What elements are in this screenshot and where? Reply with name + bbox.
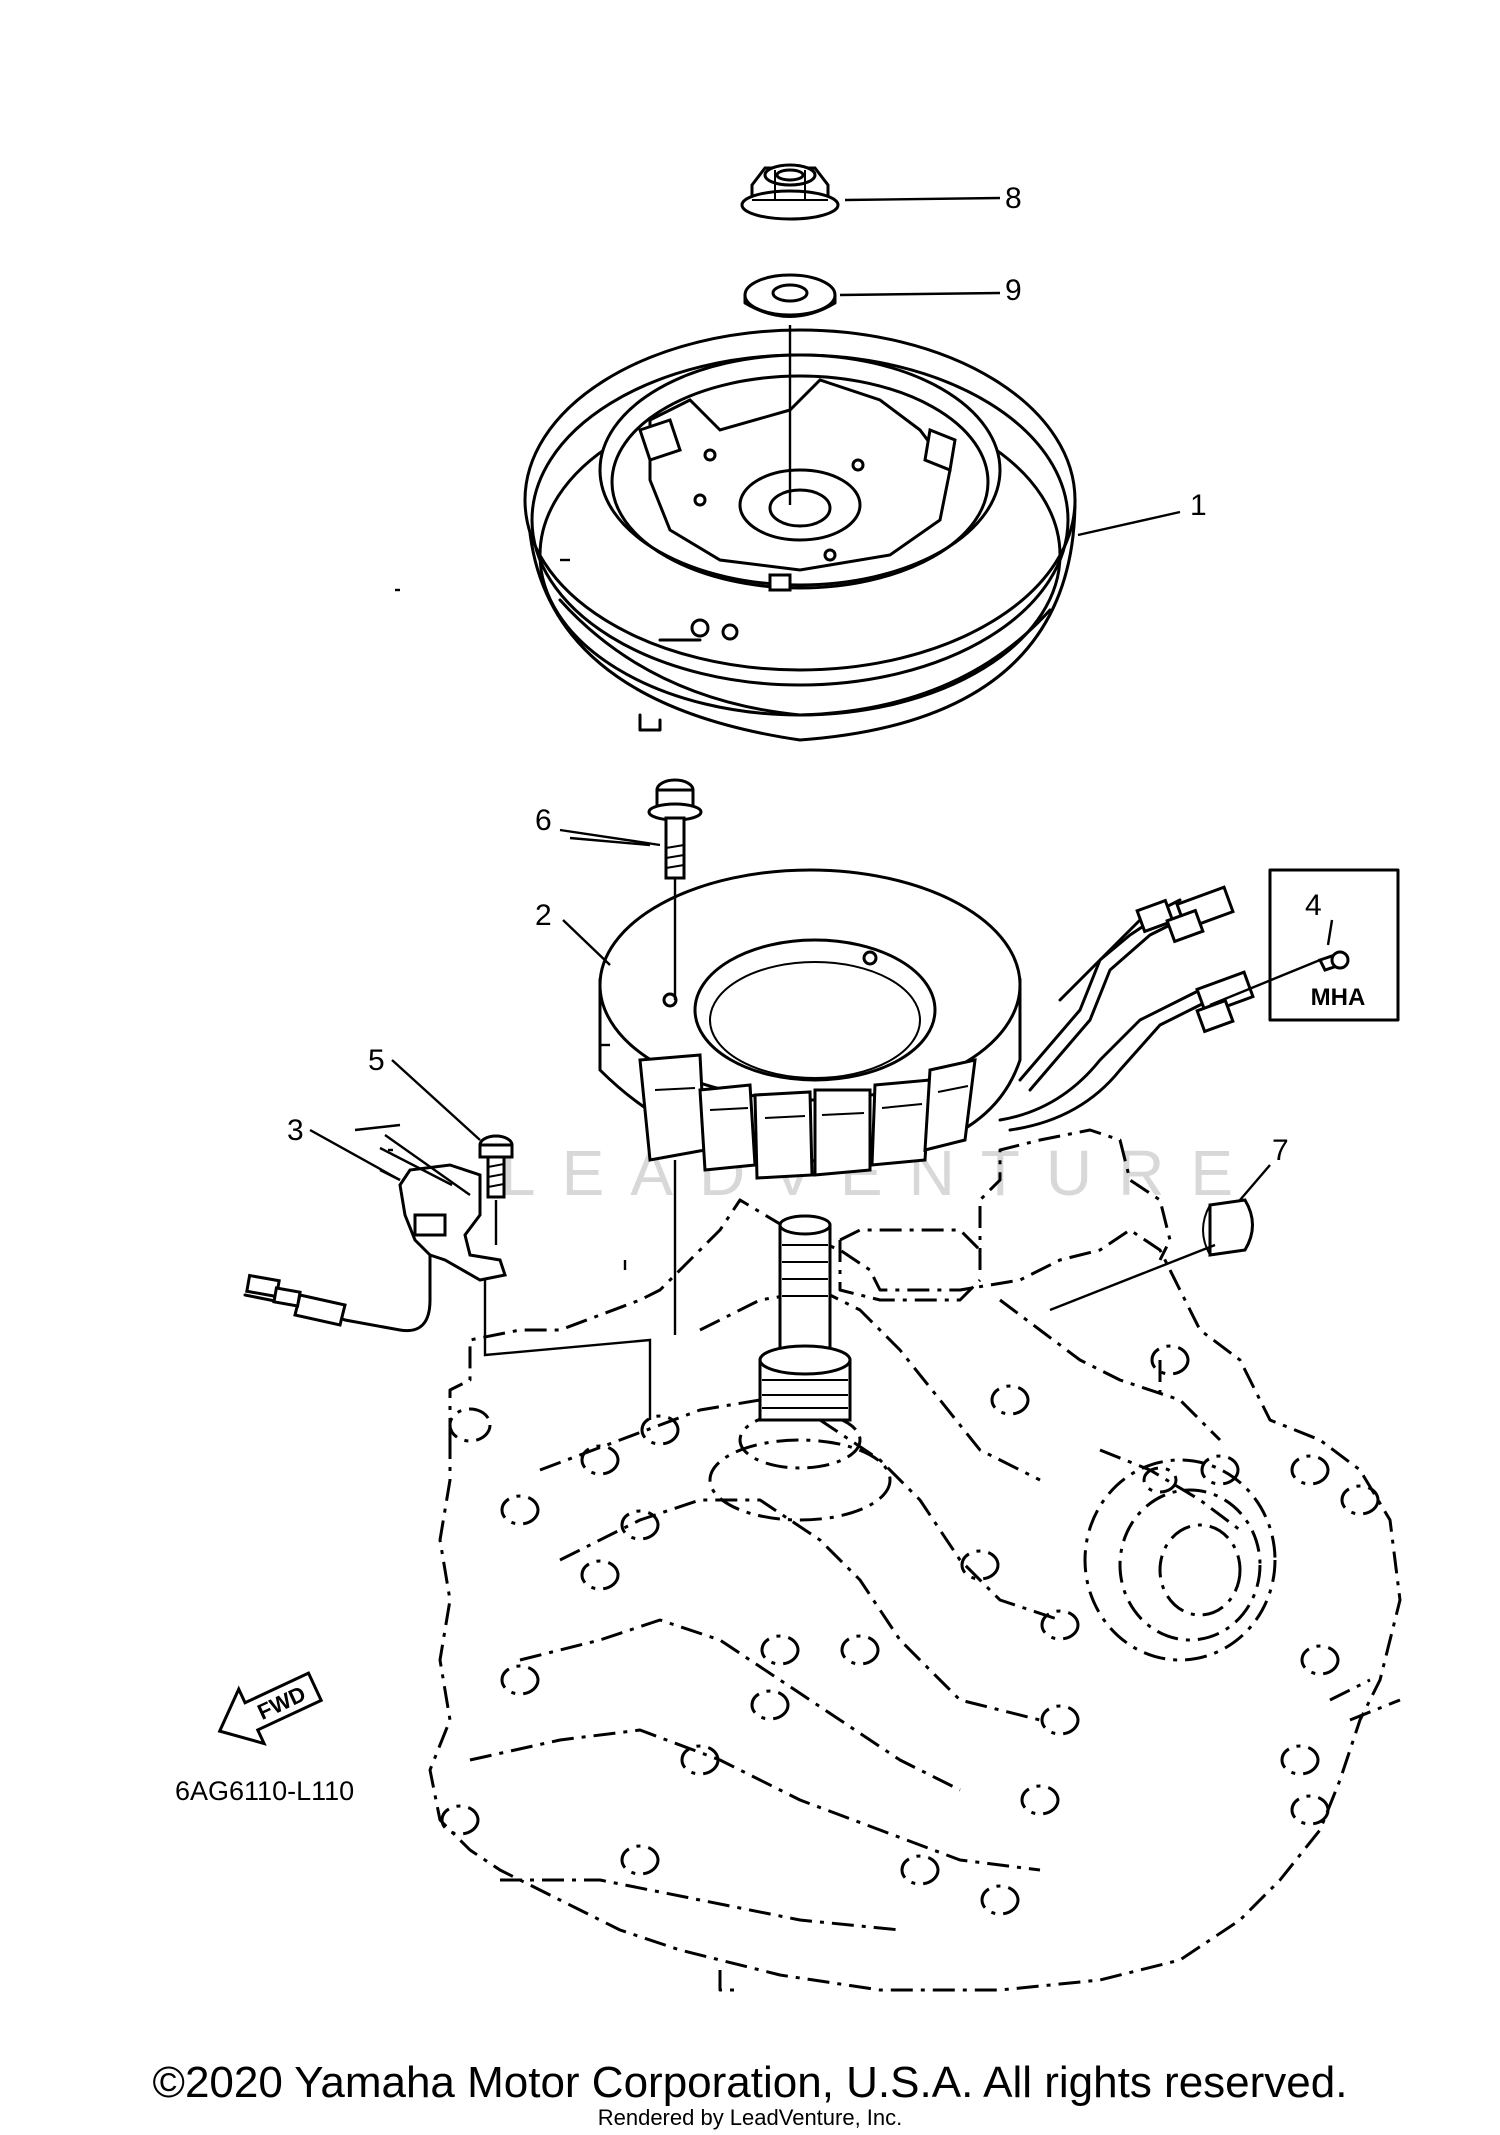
stator-coils [638,1053,977,1180]
fwd-arrow-icon: FWD [217,1671,324,1746]
callout-9: 9 [1005,274,1022,307]
callout-4: 4 [1305,889,1322,922]
callout-8: 8 [1005,182,1022,215]
flywheel [523,328,1077,742]
stator-assembly [598,868,1255,1180]
callout-2: 2 [535,899,552,932]
pulser-coil [243,1163,507,1333]
callout-3: 3 [287,1114,304,1147]
callout-7: 7 [1272,1134,1289,1167]
rendered-by-credit: Rendered by LeadVenture, Inc. [597,2105,903,2130]
callout-6: 6 [535,804,552,837]
mha-label: MHA [1311,984,1366,1011]
wire-connectors [1135,885,1255,1034]
diagram-code: 6AG6110-L110 [175,1776,354,1806]
copyright-notice: ©2020 Yamaha Motor Corporation, U.S.A. A… [152,2058,1348,2107]
crankshaft-end [758,1214,852,1422]
callout-5: 5 [368,1044,385,1077]
flywheel-nut [740,163,840,221]
leader-lines [354,196,1334,1420]
mha-variant-box: MHA [1268,868,1400,1022]
bolt-part-6 [647,778,703,880]
engine-block [428,1128,1402,1992]
screw-part-5 [478,1134,514,1199]
callout-numbers: 1 2 3 4 5 6 7 8 9 [287,182,1322,1167]
flywheel-washer [743,273,837,318]
callout-1: 1 [1190,489,1207,522]
woodruff-key [1202,1198,1254,1257]
